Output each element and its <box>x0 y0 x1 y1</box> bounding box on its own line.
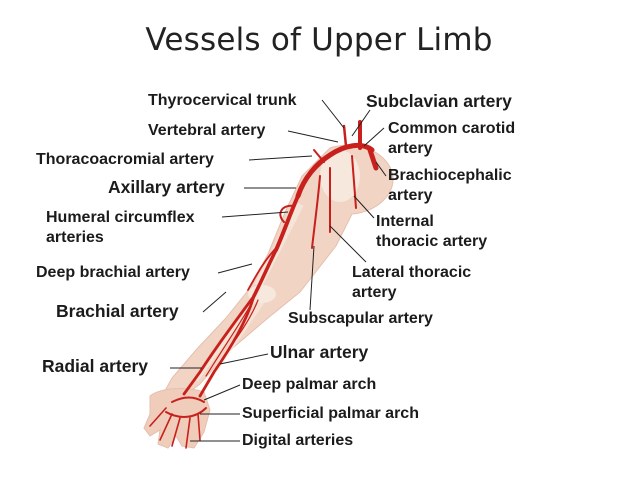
thoracoacromial-vessel <box>313 149 325 163</box>
label-radial-artery: Radial artery <box>42 356 149 376</box>
label-common-carotid-1: Common carotid <box>388 120 516 137</box>
digital-vessel-4 <box>197 413 201 441</box>
digital-vessel-3 <box>185 417 191 449</box>
leader-lines <box>170 99 387 442</box>
subscapular-vessel <box>311 175 321 249</box>
brachial-vessel <box>252 248 278 298</box>
internal-thoracic-vessel <box>351 155 357 209</box>
deep-palmar-arch-vessel <box>171 396 205 403</box>
radial-vessel <box>182 294 256 396</box>
label-common-carotid-2: artery <box>388 140 433 157</box>
label-subscapular-artery: Subscapular artery <box>288 310 433 327</box>
slide-title: Vessels of Upper Limb <box>145 22 493 58</box>
label-brachial-artery: Brachial artery <box>56 301 179 321</box>
digital-vessel-1 <box>159 413 173 441</box>
vertebral-vessel <box>342 124 348 148</box>
label-thyrocervical-trunk: Thyrocervical trunk <box>148 92 297 109</box>
humeral-circumflex-vessel <box>279 204 295 223</box>
label-digital-arteries: Digital arteries <box>242 432 354 449</box>
label-thoracoacromial-artery: Thoracoacromial artery <box>36 151 214 168</box>
label-axillary-artery: Axillary artery <box>108 177 225 197</box>
label-internal-thoracic-1: Internal <box>376 213 434 230</box>
superficial-palmar-arch-vessel <box>165 407 207 418</box>
label-ulnar-artery: Ulnar artery <box>270 342 369 362</box>
label-vertebral-artery: Vertebral artery <box>148 122 266 139</box>
label-deep-brachial-artery: Deep brachial artery <box>36 264 190 281</box>
label-subclavian-artery: Subclavian artery <box>366 91 512 111</box>
label-lateral-thoracic-1: Lateral thoracic <box>352 264 472 281</box>
label-brachiocephalic-2: artery <box>388 187 433 204</box>
deep-brachial-vessel <box>247 245 279 291</box>
label-deep-palmar-arch: Deep palmar arch <box>242 376 377 393</box>
label-brachiocephalic-1: Brachiocephalic <box>388 167 512 184</box>
ulnar-vessel <box>198 294 256 398</box>
digital-vessel-2 <box>171 417 181 447</box>
label-lateral-thoracic-2: artery <box>352 284 397 301</box>
label-humeral-circumflex-2: arteries <box>46 229 104 246</box>
brachiocephalic-vessel <box>367 147 379 171</box>
label-internal-thoracic-2: thoracic artery <box>376 233 488 250</box>
digital-vessel-5 <box>149 407 167 427</box>
artery-network <box>149 120 379 449</box>
label-superficial-palmar-arch: Superficial palmar arch <box>242 405 419 422</box>
label-humeral-circumflex-1: Humeral circumflex <box>46 209 195 226</box>
